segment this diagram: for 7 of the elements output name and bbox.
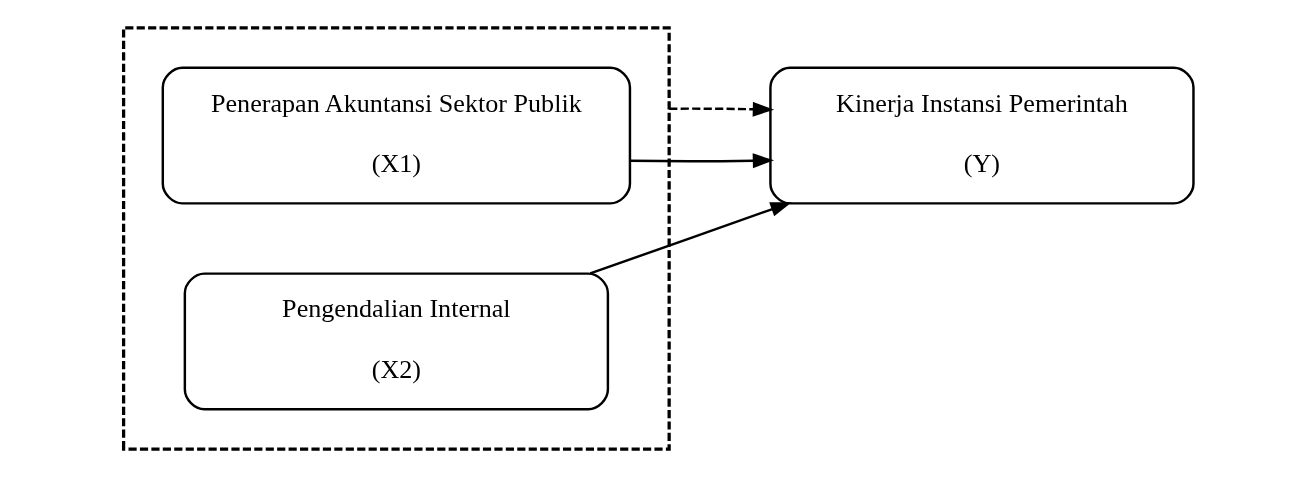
arrow xyxy=(669,101,775,117)
node-box: Pengendalian Internal (X2) xyxy=(183,272,610,411)
arrow xyxy=(630,153,775,169)
cluster xyxy=(121,26,671,451)
arrow xyxy=(589,202,792,275)
node-box: Penerapan Akuntansi Sektor Publik (X1) xyxy=(161,66,632,205)
node-box: Kinerja Instansi Pemerintah (Y) xyxy=(769,66,1195,205)
